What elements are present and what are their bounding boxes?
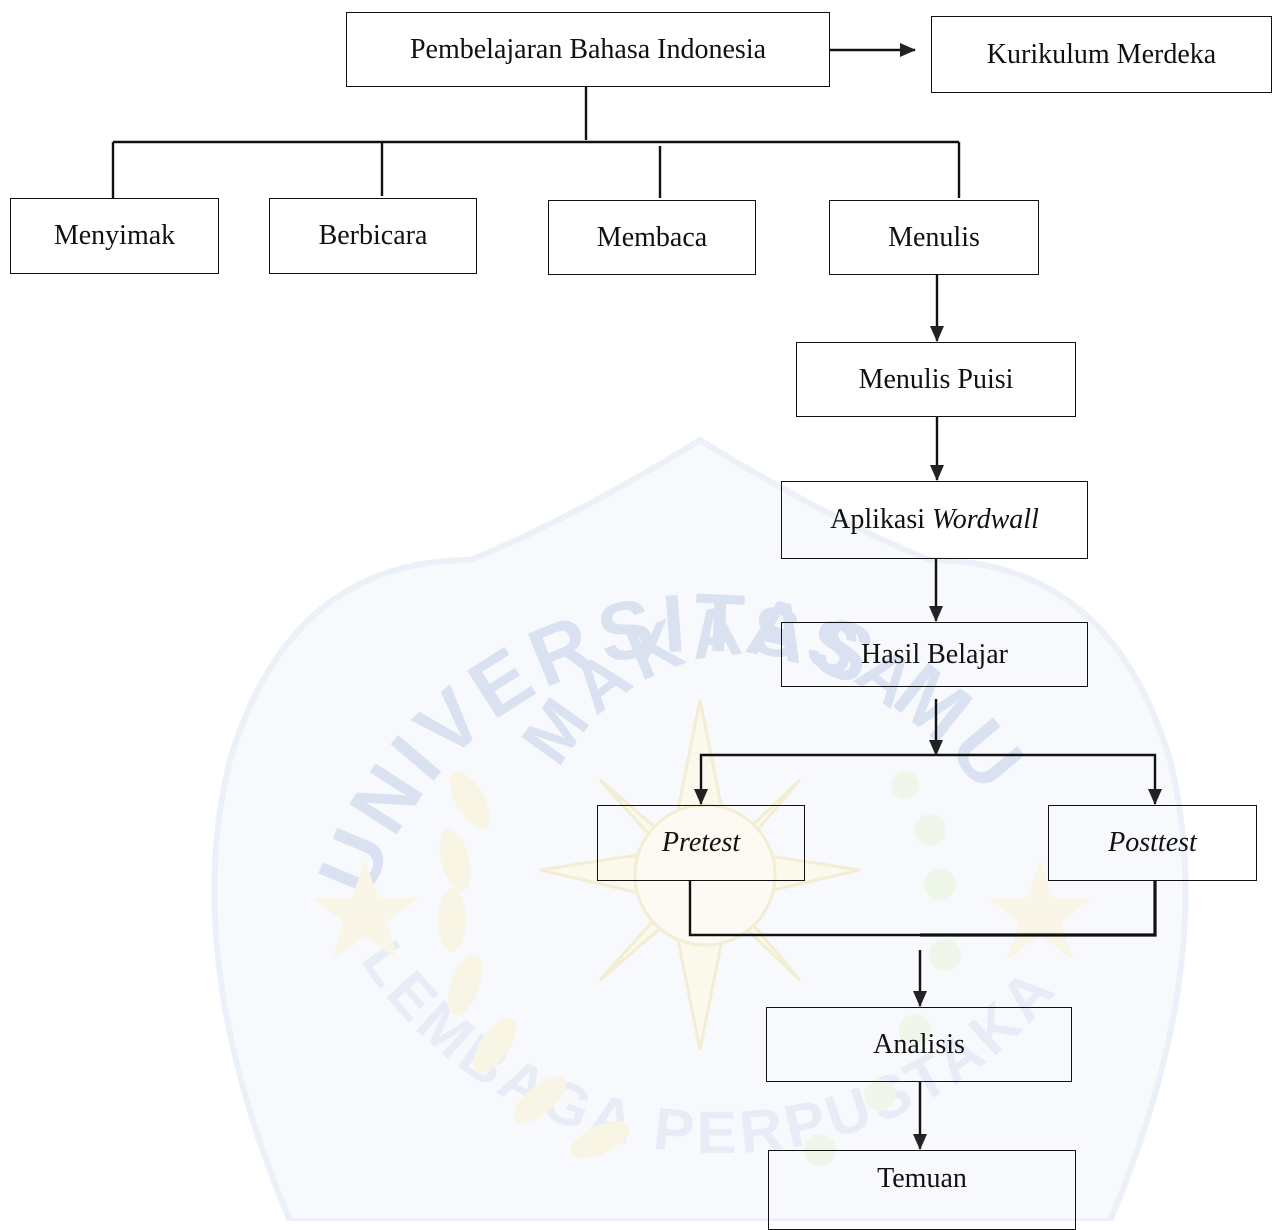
node-pretest: Pretest (597, 805, 805, 881)
node-label: Posttest (1108, 827, 1197, 858)
node-analisis: Analisis (766, 1007, 1072, 1082)
node-label: Berbicara (318, 220, 428, 251)
arrow-to-posttest (936, 753, 1162, 805)
node-label-prefix: Aplikasi (830, 504, 933, 535)
line-pretest-merge (688, 881, 920, 937)
node-aplikasi-wordwall: Aplikasi Wordwall (781, 481, 1088, 559)
node-label: Menulis (888, 221, 980, 253)
node-berbicara: Berbicara (269, 198, 477, 274)
star-right (987, 860, 1093, 960)
node-membaca: Membaca (548, 200, 756, 275)
node-label: Temuan (877, 1163, 967, 1194)
leaf-garland-left (438, 771, 630, 1159)
node-pembelajaran-bahasa-indonesia: Pembelajaran Bahasa Indonesia (346, 12, 830, 87)
node-label: Analisis (873, 1028, 965, 1060)
node-label: Hasil Belajar (861, 638, 1008, 670)
node-label-app-name: Wordwall (932, 504, 1039, 535)
star-left (312, 860, 418, 960)
node-label: Membaca (596, 221, 708, 253)
node-label: Kurikulum Merdeka (986, 38, 1217, 70)
line-posttest-merge (920, 881, 1157, 937)
node-temuan: Temuan (768, 1150, 1076, 1230)
node-label: Pembelajaran Bahasa Indonesia (409, 33, 767, 65)
node-label: Pretest (661, 827, 741, 858)
node-menyimak: Menyimak (10, 198, 219, 274)
node-hasil-belajar: Hasil Belajar (781, 622, 1088, 687)
node-posttest: Posttest (1048, 805, 1257, 881)
node-label: Menyimak (53, 220, 176, 251)
node-kurikulum-merdeka: Kurikulum Merdeka (931, 16, 1272, 93)
node-menulis-puisi: Menulis Puisi (796, 342, 1076, 417)
arrow-to-pretest (694, 753, 936, 805)
node-label: Menulis Puisi (858, 363, 1014, 395)
node-menulis: Menulis (829, 200, 1039, 275)
